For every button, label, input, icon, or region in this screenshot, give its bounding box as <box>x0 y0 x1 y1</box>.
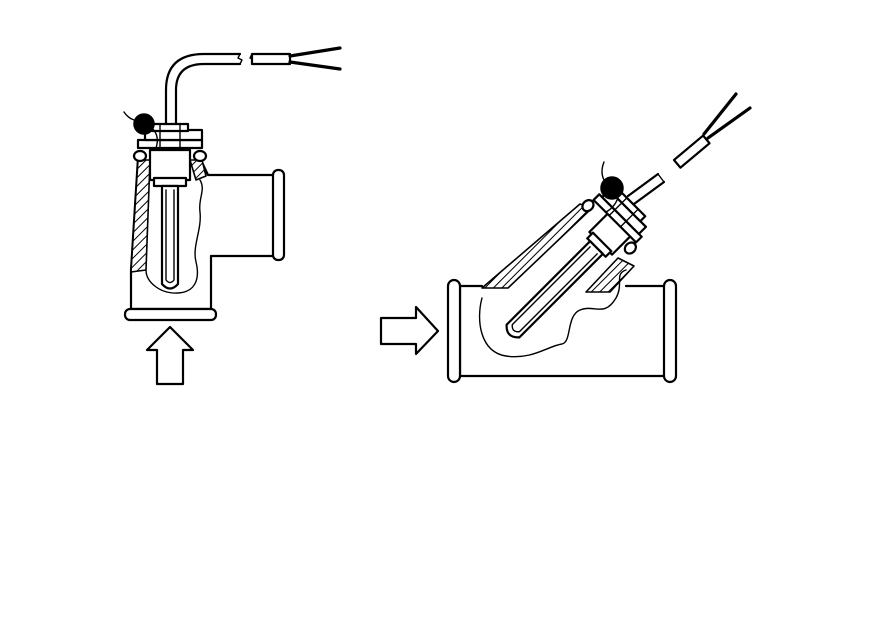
left-sealing-nut <box>132 122 208 163</box>
right-outlet-flange <box>662 278 678 384</box>
left-seal-ball <box>123 111 159 149</box>
left-wire-leads <box>288 46 342 71</box>
left-outlet-flange <box>271 168 286 262</box>
left-probe-stem <box>160 184 180 290</box>
left-wall-section-right <box>189 159 207 181</box>
left-probe-collar <box>152 176 188 188</box>
left-tee-pipe <box>123 156 286 322</box>
right-panel <box>379 92 752 384</box>
left-inlet-flange <box>123 307 218 322</box>
left-cable <box>164 52 292 126</box>
right-y-pipe <box>446 203 678 384</box>
left-probe-inner <box>165 189 175 284</box>
right-branch-wall-right <box>585 257 635 293</box>
left-panel <box>123 46 342 386</box>
left-wall-section-left <box>130 159 151 273</box>
left-cable-end <box>250 52 292 66</box>
right-seal-ball <box>600 161 624 213</box>
right-inlet-flange <box>446 278 462 384</box>
right-sealing-nut <box>581 188 648 255</box>
right-cable <box>626 134 711 206</box>
left-probe-head <box>148 148 192 182</box>
left-flow-arrow <box>145 325 195 386</box>
right-sensor-probe <box>505 209 635 339</box>
right-cable-end <box>672 134 711 169</box>
right-wire-leads <box>702 92 752 140</box>
right-cutaway-edge <box>478 269 627 358</box>
left-cutaway-edge <box>145 179 203 294</box>
right-flow-arrow <box>379 305 440 356</box>
left-sensor-probe <box>148 148 192 290</box>
